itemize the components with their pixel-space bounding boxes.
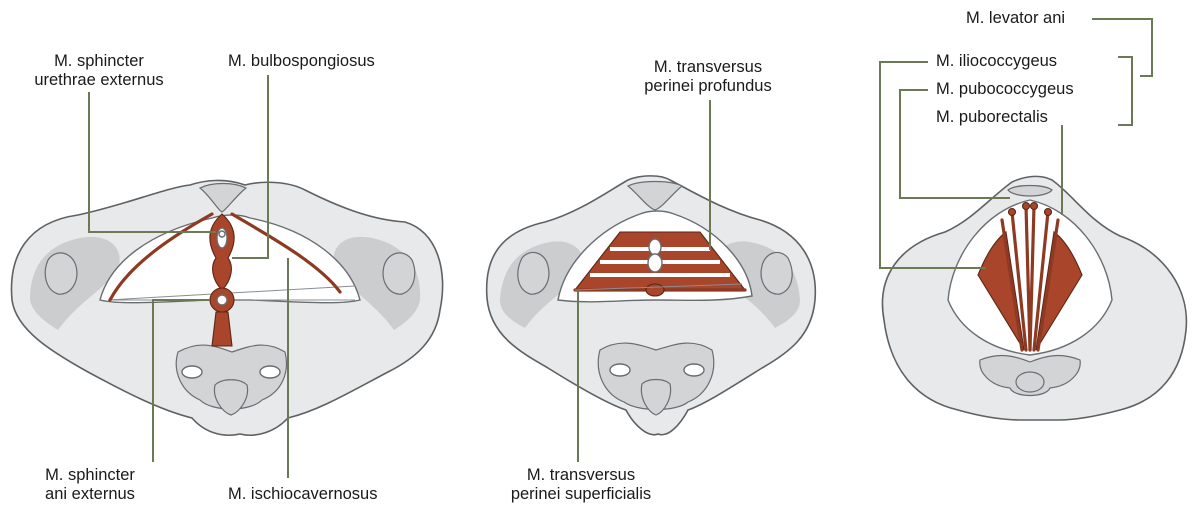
leader-pubococcygeus [900, 90, 1010, 198]
label-line: perinei superficialis [496, 485, 666, 504]
label-line: M. transversus [628, 58, 788, 77]
bracket-levator-subgroups [1118, 57, 1132, 125]
pelvis-superior-view-right [882, 176, 1186, 420]
label-transversus-perinei-profundus: M. transversus perinei profundus [628, 58, 788, 96]
label-sphincter-urethrae-externus: M. sphincter urethrae externus [24, 52, 174, 90]
label-line: ani externus [30, 485, 150, 504]
leader-levator-ani [1092, 19, 1152, 76]
label-puborectalis: M. puborectalis [936, 108, 1048, 127]
label-bulbospongiosus: M. bulbospongiosus [228, 52, 375, 71]
label-sphincter-ani-externus: M. sphincter ani externus [30, 466, 150, 504]
label-line: M. sphincter [24, 52, 174, 71]
pelvis-perineal-view-left [12, 180, 443, 435]
label-ischiocavernosus: M. ischiocavernosus [228, 485, 377, 504]
label-transversus-perinei-superficialis: M. transversus perinei superficialis [496, 466, 666, 504]
label-line: urethrae externus [24, 71, 174, 90]
label-line: perinei profundus [628, 77, 788, 96]
label-line: M. transversus [496, 466, 666, 485]
pelvis-perineal-view-middle [487, 176, 816, 435]
label-line: M. sphincter [30, 466, 150, 485]
label-pubococcygeus: M. pubococcygeus [936, 80, 1074, 99]
label-iliococcygeus: M. iliococcygeus [936, 52, 1057, 71]
label-levator-ani: M. levator ani [966, 9, 1065, 28]
